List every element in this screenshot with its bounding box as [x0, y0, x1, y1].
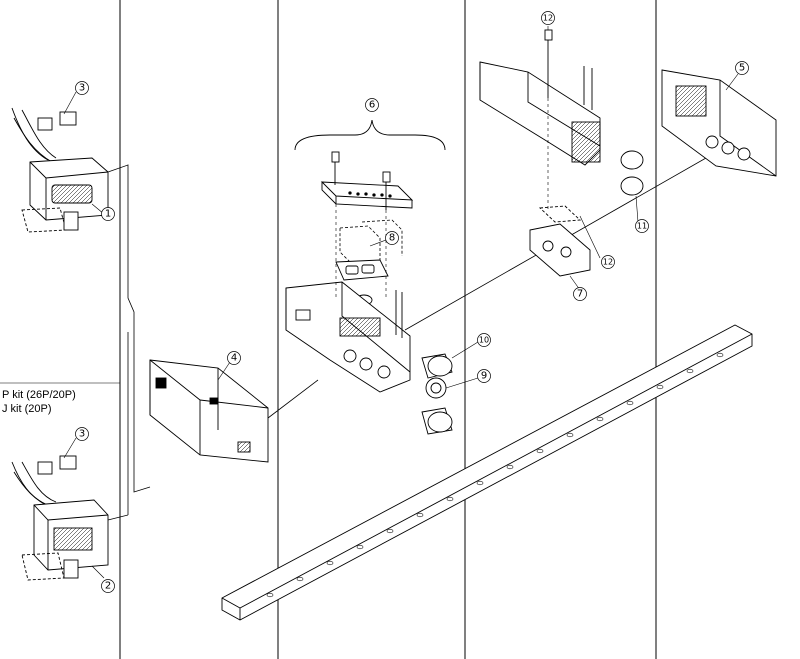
leader-lines	[63, 26, 739, 579]
manifold-block	[285, 281, 411, 393]
fitting-lower	[421, 407, 453, 435]
callout-8	[385, 231, 399, 245]
callout-1	[101, 207, 115, 221]
part-2-connector-kit	[11, 455, 109, 581]
callout-8-label: 8	[389, 233, 395, 244]
callout-5	[735, 61, 749, 75]
part-9-fitting	[425, 377, 447, 399]
callout-10	[477, 333, 491, 347]
callout-2	[101, 579, 115, 593]
din-rail-slots	[266, 352, 724, 598]
callout-2-label: 2	[105, 581, 111, 592]
callout-numbers: 3 1 3 2 4 6 8 10 9 12 7 12 11 5	[79, 14, 745, 592]
page-dividers	[0, 0, 657, 659]
kit-label-j: J kit (20P)	[2, 403, 52, 415]
part-10-fitting	[421, 353, 453, 379]
callout-9-label: 9	[481, 371, 487, 382]
callout-9	[477, 369, 491, 383]
callout-4-label: 4	[231, 353, 237, 364]
part-6-assembly-brace	[294, 119, 446, 151]
callout-11-label: 11	[637, 222, 647, 231]
callout-3-bottom	[75, 427, 89, 441]
callout-6	[365, 98, 379, 112]
part-5-end-plate	[661, 69, 777, 177]
callouts	[75, 11, 749, 593]
kit-label-p: P kit (26P/20P)	[2, 389, 76, 401]
callout-4	[227, 351, 241, 365]
callout-6-label: 6	[369, 100, 375, 111]
part-7-sub-base	[529, 205, 591, 277]
callout-7-label: 7	[577, 289, 583, 300]
callout-11	[635, 219, 649, 233]
callout-3-top	[75, 81, 89, 95]
callout-1-label: 1	[105, 209, 111, 220]
part-valve	[479, 29, 644, 196]
callout-12-mid	[601, 255, 615, 269]
callout-12-mid-label: 12	[603, 258, 613, 267]
callout-3-bottom-label: 3	[79, 429, 85, 440]
callout-10-label: 10	[479, 336, 489, 345]
part-plate-with-screws	[320, 151, 414, 210]
connection-lines	[107, 149, 721, 521]
alignment-dashes	[335, 98, 549, 300]
callout-5-label: 5	[739, 63, 745, 74]
callout-12-top-label: 12	[543, 14, 553, 23]
part-1-connector-kit	[11, 107, 109, 233]
din-rail	[221, 324, 753, 621]
callout-12-top	[541, 11, 555, 25]
part-8-seal-set	[339, 219, 403, 265]
callout-7	[573, 287, 587, 301]
part-4-end-plate	[149, 359, 269, 463]
callout-3-top-label: 3	[79, 83, 85, 94]
